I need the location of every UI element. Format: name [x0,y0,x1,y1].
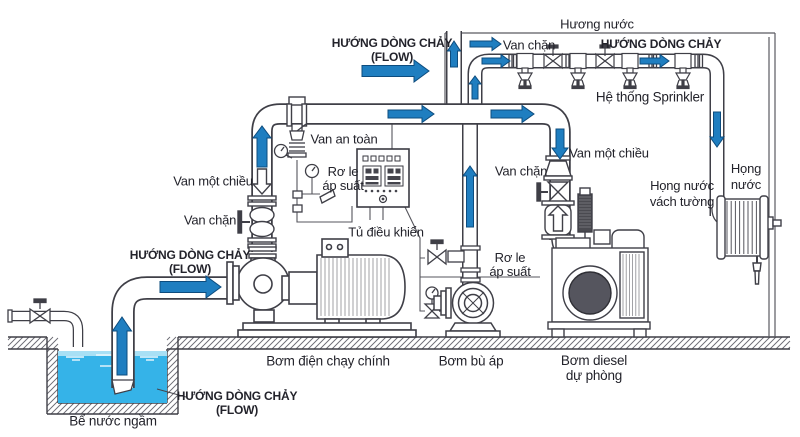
label-pressure-relay-jockey: Rơ le áp suất [489,251,530,279]
hose-reel [716,195,782,285]
flow-arrow [490,104,535,124]
label-wall-hydrant-line1: Họng nước [650,178,714,193]
flow-arrow [639,53,670,69]
label-pressure-relay-jockey-line1: Rơ le [494,250,526,265]
gate-valve-diesel [546,181,570,193]
label-tank: Bể nước ngầm [69,413,157,429]
diesel-pump [547,187,651,338]
label-main-pump: Bơm điện chạy chính [266,353,390,369]
label-hose-reel-line2: nước [730,177,762,192]
label-pressure-relay-main-line1: Rơ le [327,164,359,179]
label-safety-valve: Van an toàn [310,131,378,147]
label-flow-top-line2: (FLOW) [370,50,414,64]
sprinkler-head-icon [569,52,587,90]
label-jockey-pump: Bơm bù áp [438,353,504,369]
label-van-chan-diesel: Van chặn [494,163,548,179]
label-sprinkler-system: Hệ thống Sprinkler [595,89,705,105]
control-cabinet [356,148,410,208]
label-van-mot-chieu-diesel: Van một chiều [569,145,649,161]
label-hose-reel: Họng nước [731,161,761,193]
gate-valve-main [249,206,275,224]
label-flow-suction-line2: (FLOW) [168,262,212,276]
label-wall-hydrant: Họng nước vách tường [649,178,715,210]
label-flow-top-line1: HƯỚNG DÒNG CHẢY [331,36,453,50]
label-van-chan-main: Van chặn [183,212,237,228]
diesel-line-fittings [536,155,575,240]
label-van-chan-sprinkler: Van chặn [502,37,556,53]
flow-arrow [468,75,482,100]
flow-arrow [469,36,502,52]
label-huong-nuoc: Hương nước [560,16,634,32]
pressure-relay-main-cluster [292,163,336,213]
label-pressure-relay-jockey-line2: áp suất [489,264,531,279]
label-flow-sprinkler: HƯỚNG DÒNG CHẢY [600,37,722,51]
sprinkler-head-icon [621,52,639,90]
hose-nozzle [752,262,762,272]
flow-arrow [551,128,569,160]
flow-arrow [252,125,272,168]
label-flow-suction: HƯỚNG DÒNG CHẢY (FLOW) [130,248,251,276]
check-valve-icon-diesel [547,205,569,232]
flow-arrow [446,40,462,68]
jockey-pump [433,281,501,338]
label-flow-top: HƯỚNG DÒNG CHẢY (FLOW) [332,36,453,64]
sprinkler-heads [516,52,692,90]
label-control-cabinet: Tủ điều khiển [348,224,424,240]
gate-valve-icon [543,44,563,70]
label-flow-tank-line2: (FLOW) [215,403,259,417]
sprinkler-zone-boundary [444,32,776,337]
label-flow-suction-line1: HƯỚNG DÒNG CHẢY [129,248,251,262]
label-flow-tank: HƯỚNG DÒNG CHẢY (FLOW) [177,389,298,417]
flow-tank-leader [156,388,187,398]
flow-arrow-tank [111,316,133,376]
label-diesel-pump: Bơm diesel dự phòng [561,353,627,383]
pressure-switch-icon [319,189,336,204]
label-flow-tank-line1: HƯỚNG DÒNG CHẢY [176,389,298,403]
flow-arrow [481,53,511,69]
safety-valve [273,123,307,159]
label-wall-hydrant-line2: vách tường [649,194,715,209]
sprinkler-head-icon [516,52,534,90]
gate-valve-icon [595,44,615,70]
flow-arrow-legend-top [361,59,430,83]
label-pressure-relay-main-line2: áp suất [322,178,364,193]
label-van-mot-chieu-main: Van một chiều [173,173,253,189]
sprinkler-valves [543,44,615,70]
label-diesel-pump-line2: dự phòng [565,368,623,383]
flow-arrow-suction [159,275,222,299]
three-way-valve-icon [427,248,439,266]
flow-arrows [111,36,725,376]
jockey-line-fittings [423,239,481,319]
flow-arrow [709,111,725,148]
sprinkler-head-icon [674,52,692,90]
main-electric-pump [226,238,417,338]
check-valve-icon-main [251,168,273,196]
flow-arrow [387,104,435,124]
flow-arrow [462,165,478,228]
main-riser-fittings [237,96,308,259]
fill-line-valve [7,298,51,325]
label-diesel-pump-line1: Bơm diesel [560,353,628,368]
label-hose-reel-line1: Họng [730,161,762,176]
motor-terminal-box [321,238,349,258]
label-pressure-relay-main: Rơ le áp suất [322,165,363,193]
